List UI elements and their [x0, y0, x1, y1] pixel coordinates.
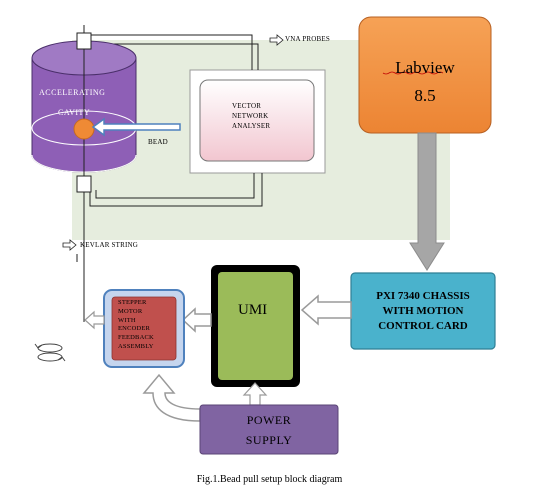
vna-label-line3: ANALYSER	[232, 122, 271, 130]
pxi-to-umi-arrow	[300, 294, 352, 326]
stepper-box	[111, 296, 177, 361]
pxi-label: PXI 7340 CHASSIS WITH MOTION CONTROL CAR…	[351, 289, 495, 334]
power-supply-label-line2: SUPPLY	[245, 433, 293, 447]
stepper-label-line3: WITH	[118, 316, 136, 324]
kevlar-arrow	[62, 239, 77, 251]
vna-probes-label: VNA PROBES	[285, 35, 330, 43]
stepper-label-line5: FEEDBACK	[118, 334, 154, 342]
stepper-label: STEPPER MOTOR WITH ENCODER FEEDBACK ASSE…	[118, 299, 154, 352]
probe-cable-bottom	[89, 173, 263, 207]
vna-box	[199, 79, 315, 162]
pxi-label-line3: CONTROL CARD	[378, 320, 468, 332]
umi-box	[218, 272, 293, 380]
bead	[73, 118, 95, 140]
probe-cable-bottom-outer	[95, 173, 255, 199]
cavity-label-line2: CAVITY	[58, 108, 91, 117]
labview-label-line2: 8.5	[414, 86, 436, 105]
power-supply-label: POWER SUPPLY	[200, 410, 338, 450]
figure-caption: Fig.1.Bead pull setup block diagram	[196, 474, 343, 485]
cavity-bottom-port	[76, 175, 92, 193]
stepper-label-line6: ASSEMBLY	[118, 342, 154, 350]
bead-pointer-arrow	[91, 117, 181, 137]
vna-label-line1: VECTOR	[232, 102, 262, 110]
umi-to-stepper-arrow	[181, 307, 212, 333]
power-supply-box	[199, 404, 339, 455]
rotation-icon	[34, 343, 66, 362]
power-supply-label-line1: POWER	[246, 413, 292, 427]
cavity-label-line1: ACCELERATING	[39, 88, 106, 97]
labview-label-line1: Labview	[395, 58, 455, 77]
umi-label: UMI	[238, 302, 268, 318]
stepper-label-line2: MOTOR	[118, 307, 143, 315]
power-to-umi-arrow	[242, 382, 268, 406]
labview-underline	[382, 71, 444, 75]
kevlar-label: KEVLAR STRING	[80, 241, 139, 249]
stepper-label-line4: ENCODER	[118, 325, 151, 333]
pxi-label-line2: WITH MOTION	[382, 305, 464, 317]
vna-probes-arrow	[269, 34, 284, 46]
bead-label: BEAD	[148, 138, 168, 146]
power-to-stepper-arrow	[142, 373, 201, 422]
labview-to-pxi-arrow	[409, 132, 445, 271]
stepper-label-line1: STEPPER	[118, 299, 147, 306]
pxi-label-line1: PXI 7340 CHASSIS	[376, 290, 470, 302]
labview-label: Labview 8.5	[359, 54, 491, 110]
vna-label-line2: NETWORK	[232, 112, 269, 120]
vna-label: VECTOR NETWORK ANALYSER	[212, 101, 312, 131]
stepper-to-string-arrow	[84, 310, 105, 330]
cavity-top-port	[76, 32, 92, 50]
